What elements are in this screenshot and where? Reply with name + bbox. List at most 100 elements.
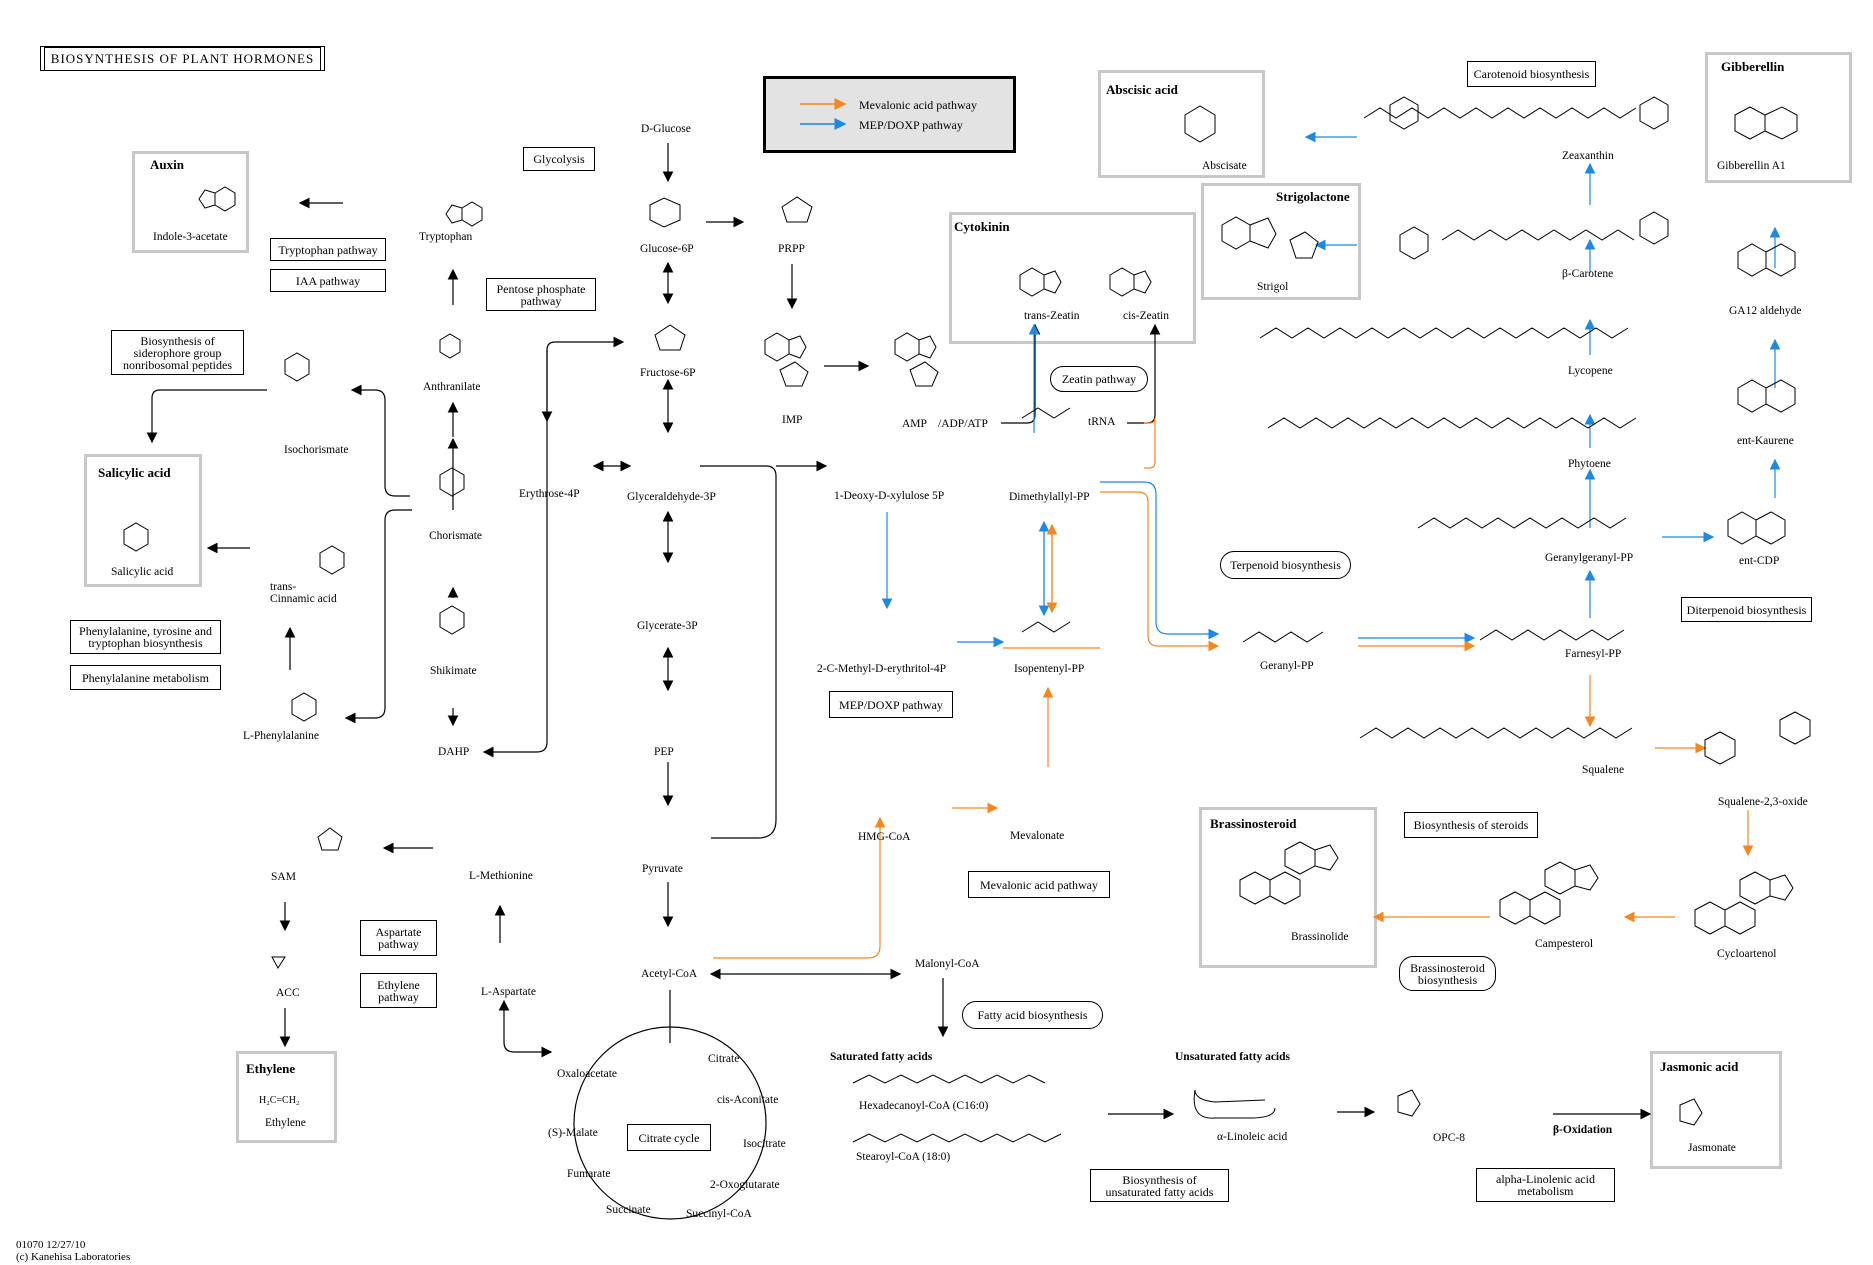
compound-cis-zeatin[interactable]: cis-Zeatin (1123, 310, 1169, 322)
compound-hexadecanoyl[interactable]: Hexadecanoyl-CoA (C16:0) (859, 1100, 989, 1112)
compound-linoleic[interactable]: α-Linoleic acid (1217, 1131, 1288, 1143)
compound-phytoene[interactable]: Phytoene (1568, 458, 1611, 470)
compound-dxp[interactable]: 1-Deoxy-D-xylulose 5P (834, 490, 945, 502)
compound-oxaloacetate[interactable]: Oxaloacetate (557, 1068, 618, 1080)
compound-cinnamic[interactable]: trans-Cinnamic acid (270, 581, 337, 605)
compound-trna[interactable]: tRNA (1088, 416, 1116, 428)
compound-isocitrate[interactable]: Isocitrate (743, 1138, 786, 1150)
compound-anthranilate[interactable]: Anthranilate (423, 381, 481, 393)
compound-succinyl-coa[interactable]: Succinyl-CoA (686, 1208, 752, 1220)
compound-squalene-oxide[interactable]: Squalene-2,3-oxide (1718, 796, 1808, 808)
compound-dmapp[interactable]: Dimethylallyl-PP (1009, 491, 1090, 503)
compound-mep[interactable]: 2-C-Methyl-D-erythritol-4P (817, 663, 947, 675)
compound-ent-kaurene[interactable]: ent-Kaurene (1737, 435, 1794, 447)
compound-malate[interactable]: (S)-Malate (548, 1127, 598, 1139)
compound-brassinolide[interactable]: Brassinolide (1291, 931, 1349, 943)
unsat-fatty-link[interactable]: Biosynthesis of unsaturated fatty acids (1090, 1169, 1229, 1202)
carotenoid-link[interactable]: Carotenoid biosynthesis (1467, 61, 1596, 87)
compound-strigol[interactable]: Strigol (1257, 281, 1289, 293)
compound-opc8[interactable]: OPC-8 (1433, 1132, 1465, 1144)
ethylene-group[interactable] (236, 1051, 337, 1143)
compound-shikimate[interactable]: Shikimate (430, 665, 477, 677)
compound-malonylcoa[interactable]: Malonyl-CoA (915, 958, 980, 970)
mevalonic-link[interactable]: Mevalonic acid pathway (968, 871, 1110, 898)
compound-ent-cdp[interactable]: ent-CDP (1739, 555, 1780, 567)
compound-mevalonate[interactable]: Mevalonate (1010, 830, 1065, 842)
compound-ethylene[interactable]: Ethylene (265, 1117, 306, 1129)
iaa-pathway-link[interactable]: IAA pathway (270, 269, 386, 292)
steroids-link[interactable]: Biosynthesis of steroids (1404, 812, 1538, 838)
compound-methionine[interactable]: L-Methionine (469, 870, 533, 882)
compound-succinate[interactable]: Succinate (606, 1204, 651, 1216)
compound-glyceraldehyde3p[interactable]: Glyceraldehyde-3P (627, 491, 716, 503)
compound-imp[interactable]: IMP (782, 414, 803, 426)
gibberellin-title: Gibberellin (1721, 59, 1785, 74)
compound-chorismate[interactable]: Chorismate (429, 530, 483, 542)
compound-zeaxanthin[interactable]: Zeaxanthin (1562, 150, 1614, 162)
compound-sam[interactable]: SAM (271, 871, 296, 883)
phe-tyr-trp-link[interactable]: Phenylalanine, tyrosine and tryptophan b… (70, 620, 221, 654)
compound-farnesyl-pp[interactable]: Farnesyl-PP (1565, 648, 1622, 660)
abscisic-group[interactable] (1098, 70, 1265, 178)
compound-jasmonate[interactable]: Jasmonate (1688, 1142, 1736, 1154)
compound-phenylalanine[interactable]: L-Phenylalanine (243, 730, 320, 742)
compound-salicylic[interactable]: Salicylic acid (111, 566, 174, 578)
compound-dahp[interactable]: DAHP (438, 746, 470, 758)
compound-pep[interactable]: PEP (654, 746, 674, 758)
compound-amp[interactable]: AMP (902, 418, 927, 430)
compound-aspartate[interactable]: L-Aspartate (481, 986, 536, 998)
strigolactone-group[interactable] (1201, 183, 1361, 300)
mep-doxp-link[interactable]: MEP/DOXP pathway (829, 691, 953, 718)
compound-campesterol[interactable]: Campesterol (1535, 938, 1594, 950)
fatty-acid-link[interactable]: Fatty acid biosynthesis (962, 1001, 1103, 1029)
compound-fructose6p[interactable]: Fructose-6P (640, 367, 696, 379)
brassinosteroid-bio-link[interactable]: Brassinosteroid biosynthesis (1399, 956, 1496, 991)
compound-cis-aconitate[interactable]: cis-Aconitate (717, 1094, 779, 1106)
pentose-phosphate-link[interactable]: Pentose phosphate pathway (486, 278, 596, 311)
terpenoid-link[interactable]: Terpenoid biosynthesis (1220, 551, 1351, 579)
compound-hmgcoa[interactable]: HMG-CoA (858, 831, 911, 843)
phe-metabolism-link[interactable]: Phenylalanine metabolism (70, 665, 221, 690)
auxin-group[interactable] (132, 151, 249, 253)
compound-fumarate[interactable]: Fumarate (567, 1168, 611, 1180)
alpha-linolenic-link[interactable]: alpha-Linolenic acid metabolism (1476, 1168, 1615, 1202)
compound-ipp[interactable]: Isopentenyl-PP (1014, 663, 1085, 675)
jasmonic-group[interactable] (1650, 1051, 1782, 1169)
compound-gibberellin-a1[interactable]: Gibberellin A1 (1717, 160, 1786, 172)
brassinosteroid-group[interactable] (1199, 807, 1377, 968)
compound-ga12[interactable]: GA12 aldehyde (1729, 305, 1802, 317)
compound-indole3acetate[interactable]: Indole-3-acetate (153, 231, 228, 243)
compound-acetylcoa[interactable]: Acetyl-CoA (641, 968, 698, 980)
compound-citrate[interactable]: Citrate (708, 1053, 740, 1065)
compound-glucose[interactable]: D-Glucose (641, 123, 691, 135)
tryptophan-pathway-link[interactable]: Tryptophan pathway (270, 238, 386, 261)
zeatin-pathway-link[interactable]: Zeatin pathway (1050, 366, 1148, 392)
gibberellin-group[interactable] (1705, 52, 1852, 183)
cytokinin-group[interactable] (949, 212, 1196, 344)
siderophore-link[interactable]: Biosynthesis of siderophore group nonrib… (111, 330, 244, 375)
glycolysis-link[interactable]: Glycolysis (523, 147, 595, 171)
ethylene-pathway-link[interactable]: Ethylene pathway (360, 973, 437, 1008)
citrate-cycle-link[interactable]: Citrate cycle (627, 1124, 711, 1151)
aspartate-link[interactable]: Aspartate pathway (360, 920, 437, 956)
compound-prpp[interactable]: PRPP (778, 243, 805, 255)
compound-lycopene[interactable]: Lycopene (1568, 365, 1613, 377)
compound-squalene[interactable]: Squalene (1582, 764, 1625, 776)
compound-trans-zeatin[interactable]: trans-Zeatin (1024, 310, 1080, 322)
compound-beta-carotene[interactable]: β-Carotene (1562, 268, 1614, 280)
compound-ggpp[interactable]: Geranylgeranyl-PP (1545, 552, 1634, 564)
compound-abscisate[interactable]: Abscisate (1202, 160, 1247, 172)
compound-isochorismate[interactable]: Isochorismate (284, 444, 349, 456)
compound-glycerate3p[interactable]: Glycerate-3P (637, 620, 698, 632)
compound-tryptophan[interactable]: Tryptophan (419, 231, 473, 243)
compound-acc[interactable]: ACC (276, 987, 300, 999)
compound-erythrose4p[interactable]: Erythrose-4P (519, 488, 580, 500)
diterpenoid-link[interactable]: Diterpenoid biosynthesis (1681, 597, 1812, 622)
compound-glucose6p[interactable]: Glucose-6P (640, 243, 694, 255)
compound-geranyl-pp[interactable]: Geranyl-PP (1260, 660, 1314, 672)
compound-cycloartenol[interactable]: Cycloartenol (1717, 948, 1777, 960)
salicylic-group[interactable] (84, 454, 202, 587)
compound-pyruvate[interactable]: Pyruvate (642, 863, 683, 875)
compound-oxoglutarate[interactable]: 2-Oxoglutarate (710, 1179, 780, 1191)
compound-stearoyl[interactable]: Stearoyl-CoA (18:0) (856, 1151, 951, 1163)
